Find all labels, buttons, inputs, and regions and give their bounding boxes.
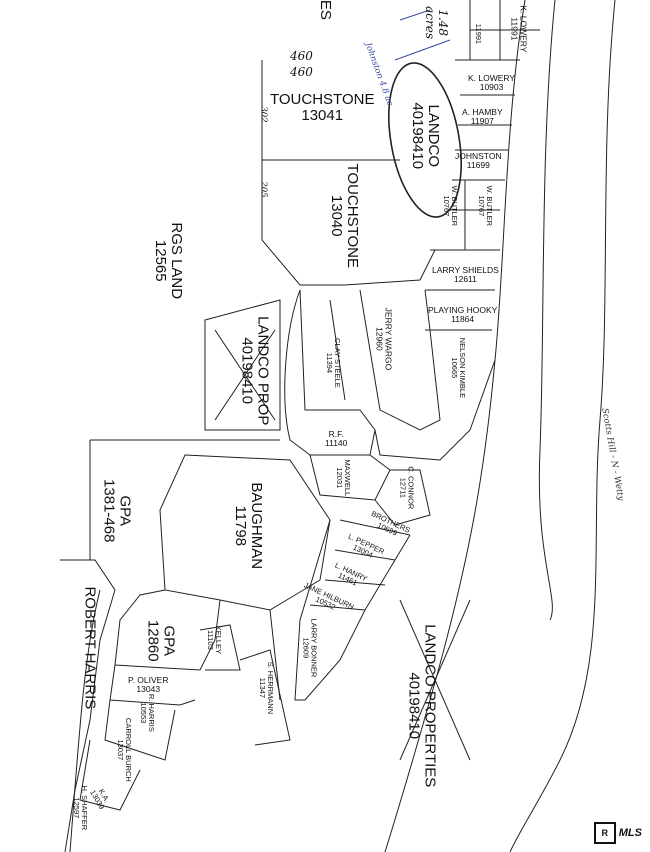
label-kelley: KELLEY 11103 [206,625,224,655]
label-w-butler-2: W. BUTLER 10767 [477,185,495,227]
label-landco-properties: LANDCO PROPERTIES 40198410 [405,624,439,788]
label-gpa-12860: GPA 12860 [144,619,178,662]
label-s-herrmann: S. HERRMANN 11347 [258,661,276,715]
river-bank-west [384,0,526,852]
label-k-lowery-2: K. LOWERY 10903 [468,73,516,92]
label-r-harris: R. HARRIS 10553 [138,693,156,732]
label-rf: R.F. 11140 [325,429,348,448]
landco-oval [388,62,462,218]
label-larry-shields: LARRY SHIELDS 12611 [432,265,499,284]
label-baughman: BAUGHMAN 11798 [232,482,266,570]
label-w-butler-1: W. BUTLER 10767 [442,185,460,227]
label-rgs-land: RGS LAND 12565 [152,222,186,300]
note-460b: 460 [290,65,313,79]
touchstone-13040-boundary [261,160,436,286]
realtor-r-icon: R [593,822,616,844]
label-a-hamby: A. HAMBY 11907 [462,107,503,126]
label-clay-steele: CLAY STEELE 11394 [324,338,342,388]
label-c-connor: C. CONNOR 12711 [398,466,416,510]
label-lot-11991: 11991 [474,23,484,45]
mls-wordmark: MLS [618,827,642,839]
label-landco-prop: LANDCO PROP 40198410 [238,316,272,426]
label-larry-bonner: LARRY BONNER 12609 [301,618,319,678]
label-h-shaffer: H. SHAFFER 12597 [72,785,90,831]
label-k-lowery-1: K. LOWERY 11991 [509,5,529,53]
note-460a: 460 [290,49,313,63]
label-maxwell: MAXWELL 12031 [335,459,353,497]
note-302: 302 [258,106,269,123]
landco-prop-boundary [204,299,281,431]
label-robert-harris: ROBERT HARRIS [81,586,99,710]
mls-logo: R MLS [593,822,642,844]
label-johnston: JOHNSTON 11699 [455,151,502,170]
lot-strip-boundary [455,0,540,61]
label-es-fragment: ES [316,0,334,20]
river-bank-east [538,0,556,621]
label-touchstone-13040: TOUCHSTONE 13040 [328,163,361,268]
label-p-oliver: P. OLIVER 13043 [128,675,169,694]
label-playing-hooky: PLAYING HOOKY 11864 [428,305,498,324]
label-nelson-kimble: NELSON KIMBLE 10665 [450,337,468,399]
gpa-top-boundary [89,439,280,560]
river-bank-far [509,0,616,852]
note-205: 205 [258,181,269,198]
label-gpa-top: GPA 1381-468 [100,479,134,543]
label-landco-top: LANDCO 40198410 [409,102,443,170]
label-touchstone-13041: TOUCHSTONE 13041 [270,91,375,124]
label-jerry-wargo: JERRY WARGO 12960 [374,307,394,371]
note-acres: 1.48 acres [423,6,451,40]
label-carroll-burch: CARROLL BURCH 13037 [115,717,133,782]
central-tract-boundary [284,289,376,456]
